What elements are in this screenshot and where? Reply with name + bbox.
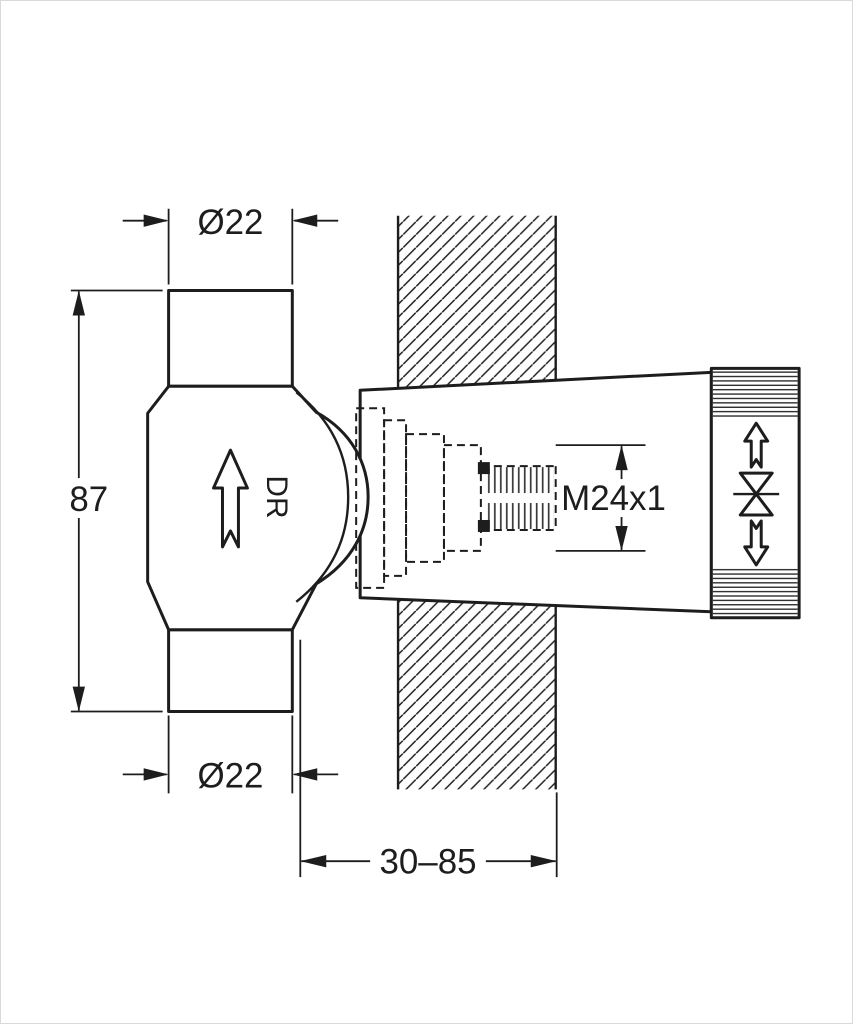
dimension-thread: M24x1 bbox=[555, 444, 668, 552]
thread-runout-mark bbox=[477, 462, 490, 475]
arrowhead bbox=[300, 854, 327, 868]
cap-hatch-top bbox=[712, 369, 798, 418]
spindle-assembly bbox=[355, 407, 557, 589]
arrowhead bbox=[143, 214, 169, 227]
arrowhead bbox=[292, 214, 318, 227]
arrowhead bbox=[292, 768, 318, 781]
arrowhead bbox=[72, 290, 86, 316]
body-height-label: 87 bbox=[69, 480, 108, 519]
thread-spec-label: M24x1 bbox=[561, 479, 666, 518]
valve-symbol-upper-triangle bbox=[738, 471, 774, 496]
installation-depth-label: 30–85 bbox=[379, 842, 476, 881]
bottom-diameter-label: Ø22 bbox=[197, 757, 263, 796]
arrowhead bbox=[615, 445, 628, 471]
thread-runout-mark bbox=[477, 519, 490, 532]
cap-up-arrow-icon bbox=[743, 421, 770, 469]
body-inner-contour bbox=[295, 391, 350, 603]
label-mask bbox=[370, 842, 486, 881]
top-pipe bbox=[167, 289, 294, 388]
arrowhead bbox=[72, 686, 86, 712]
arrowhead bbox=[615, 525, 628, 551]
dimension-body-height: 87 bbox=[64, 289, 163, 713]
label-mask bbox=[559, 479, 668, 517]
thread-section bbox=[477, 462, 557, 532]
spindle-step bbox=[405, 433, 445, 563]
dimension-bottom-diameter: Ø22 bbox=[122, 715, 339, 796]
flow-arrow-icon bbox=[212, 448, 249, 549]
valve-symbol-lower-triangle bbox=[738, 492, 774, 517]
spindle-step bbox=[442, 444, 482, 552]
valve-body: DR bbox=[146, 289, 370, 714]
flow-marking-label: DR bbox=[260, 475, 293, 518]
thread-hatch bbox=[485, 467, 554, 529]
arrowhead bbox=[530, 854, 557, 868]
cap-hatch-bottom bbox=[712, 568, 798, 617]
top-diameter-label: Ø22 bbox=[197, 203, 263, 242]
cap-down-arrow-icon bbox=[743, 519, 770, 567]
arrowhead bbox=[143, 768, 169, 781]
body-outline bbox=[146, 384, 370, 632]
dimension-top-diameter: Ø22 bbox=[122, 203, 339, 285]
valve-symbol-icon bbox=[733, 471, 780, 517]
escutcheon-cap bbox=[709, 366, 801, 620]
dimension-installation-depth: 30–85 bbox=[299, 639, 558, 881]
bottom-pipe bbox=[167, 628, 294, 714]
label-mask bbox=[64, 478, 113, 518]
spindle-step bbox=[383, 419, 408, 577]
